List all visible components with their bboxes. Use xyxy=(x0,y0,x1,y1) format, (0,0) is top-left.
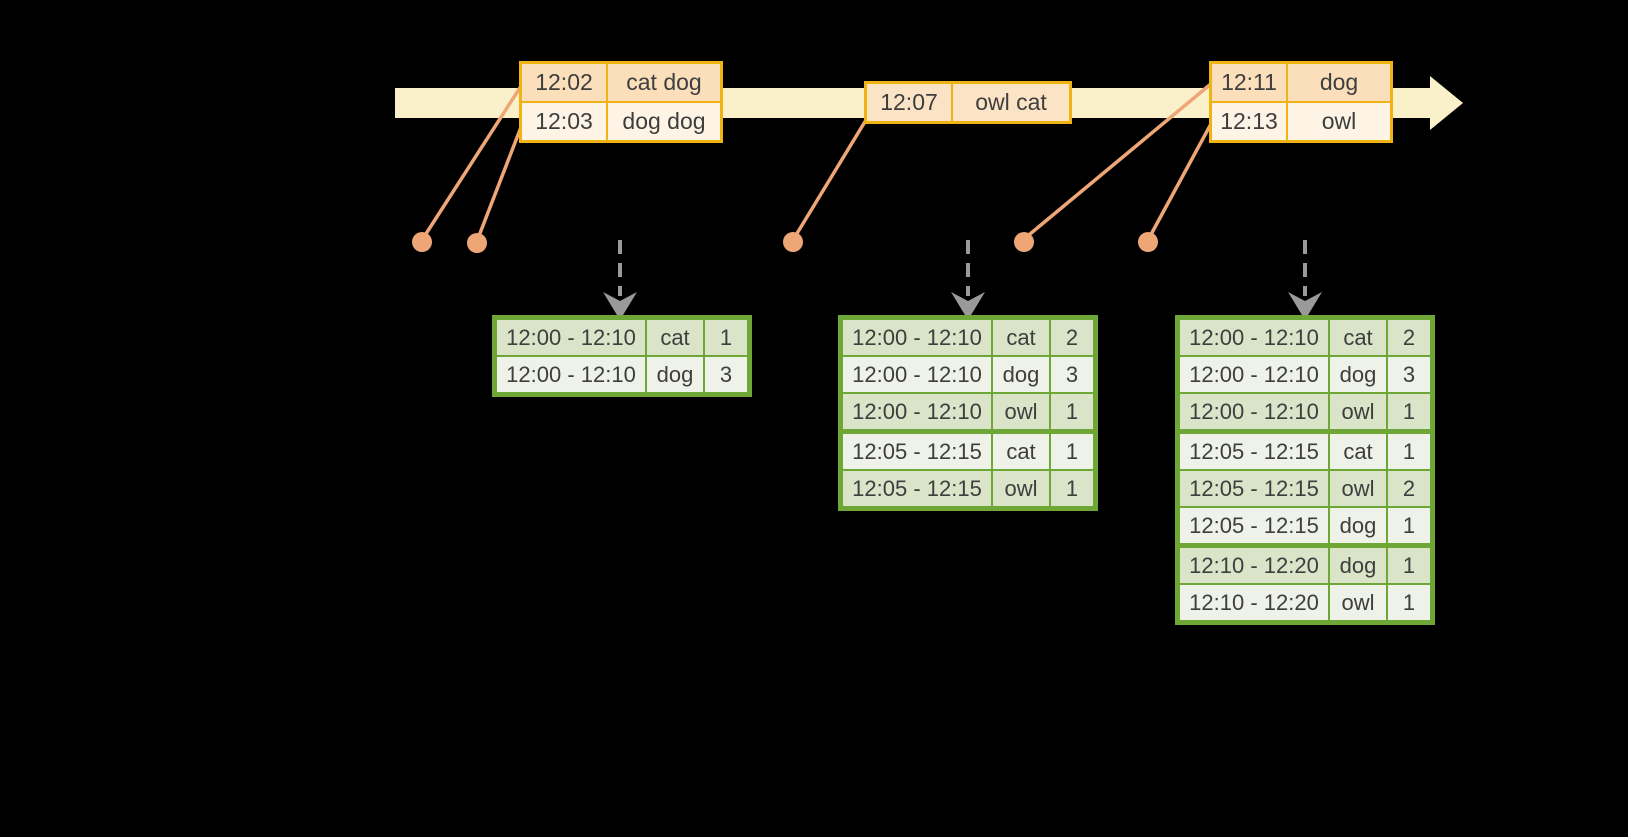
word-cell: cat xyxy=(645,316,705,357)
event-row: 12:13 owl xyxy=(1209,101,1393,143)
trigger-arrows xyxy=(603,240,1322,320)
event-marker-line xyxy=(1146,121,1214,241)
event-table-1: 12:02 cat dog 12:03 dog dog xyxy=(519,61,723,143)
event-table-2: 12:07 owl cat xyxy=(864,81,1072,124)
event-row: 12:11 dog xyxy=(1209,61,1393,103)
event-words-cell: dog dog xyxy=(606,101,723,143)
event-marker-line xyxy=(791,119,868,241)
result-row: 12:10 - 12:20 dog 1 xyxy=(1176,543,1434,585)
word-cell: owl xyxy=(1328,392,1388,433)
count-cell: 1 xyxy=(1386,429,1434,471)
event-words-cell: owl xyxy=(1286,101,1393,143)
window-cell: 12:00 - 12:10 xyxy=(839,355,993,394)
window-cell: 12:05 - 12:15 xyxy=(1176,429,1330,471)
event-marker-lines xyxy=(420,81,1214,242)
event-time-cell: 12:11 xyxy=(1209,61,1288,103)
count-cell: 1 xyxy=(1386,543,1434,585)
count-cell: 2 xyxy=(1386,316,1434,357)
count-cell: 1 xyxy=(1386,583,1434,624)
trigger-arrowhead-icon xyxy=(951,292,985,320)
event-words-cell: dog xyxy=(1286,61,1393,103)
result-row: 12:00 - 12:10 cat 1 xyxy=(493,316,751,357)
window-cell: 12:00 - 12:10 xyxy=(1176,392,1330,433)
trigger-arrowhead-icon xyxy=(1288,292,1322,320)
event-dot-icon xyxy=(1014,232,1034,252)
count-cell: 2 xyxy=(1386,469,1434,508)
window-cell: 12:10 - 12:20 xyxy=(1176,583,1330,624)
window-cell: 12:00 - 12:10 xyxy=(493,355,647,396)
result-row: 12:00 - 12:10 owl 1 xyxy=(839,392,1097,433)
result-row: 12:10 - 12:20 owl 1 xyxy=(1176,583,1434,624)
event-dot-icon xyxy=(467,233,487,253)
count-cell: 3 xyxy=(1386,355,1434,394)
event-marker-dots xyxy=(412,232,1158,253)
result-row: 12:05 - 12:15 cat 1 xyxy=(1176,429,1434,471)
event-marker-line xyxy=(420,82,525,241)
event-time-cell: 12:03 xyxy=(519,101,608,143)
window-cell: 12:05 - 12:15 xyxy=(839,469,993,510)
count-cell: 1 xyxy=(1049,392,1097,433)
window-cell: 12:00 - 12:10 xyxy=(1176,355,1330,394)
word-cell: cat xyxy=(991,429,1051,471)
event-marker-line xyxy=(475,121,525,242)
window-cell: 12:00 - 12:10 xyxy=(1176,316,1330,357)
result-row: 12:00 - 12:10 cat 2 xyxy=(1176,316,1434,357)
window-cell: 12:00 - 12:10 xyxy=(839,392,993,433)
window-cell: 12:00 - 12:10 xyxy=(493,316,647,357)
word-cell: owl xyxy=(991,469,1051,510)
event-dot-icon xyxy=(412,232,432,252)
event-dot-icon xyxy=(1138,232,1158,252)
word-cell: dog xyxy=(991,355,1051,394)
count-cell: 1 xyxy=(1049,469,1097,510)
event-time-cell: 12:13 xyxy=(1209,101,1288,143)
result-row: 12:00 - 12:10 owl 1 xyxy=(1176,392,1434,433)
word-cell: owl xyxy=(1328,469,1388,508)
window-cell: 12:05 - 12:15 xyxy=(1176,469,1330,508)
result-row: 12:05 - 12:15 cat 1 xyxy=(839,429,1097,471)
word-cell: owl xyxy=(991,392,1051,433)
word-cell: cat xyxy=(1328,316,1388,357)
result-row: 12:00 - 12:10 dog 3 xyxy=(493,355,751,396)
event-row: 12:03 dog dog xyxy=(519,101,723,143)
result-row: 12:05 - 12:15 owl 1 xyxy=(839,469,1097,510)
event-table-3: 12:11 dog 12:13 owl xyxy=(1209,61,1393,143)
window-cell: 12:05 - 12:15 xyxy=(839,429,993,471)
count-cell: 2 xyxy=(1049,316,1097,357)
event-dot-icon xyxy=(783,232,803,252)
event-row: 12:02 cat dog xyxy=(519,61,723,103)
timeline-arrowhead-icon xyxy=(1430,76,1463,130)
event-row: 12:07 owl cat xyxy=(864,81,1072,124)
result-row: 12:00 - 12:10 cat 2 xyxy=(839,316,1097,357)
word-cell: owl xyxy=(1328,583,1388,624)
result-table-1: 12:00 - 12:10 cat 1 12:00 - 12:10 dog 3 xyxy=(492,315,752,397)
event-time-cell: 12:07 xyxy=(864,81,953,124)
event-time-cell: 12:02 xyxy=(519,61,608,103)
result-row: 12:00 - 12:10 dog 3 xyxy=(1176,355,1434,394)
word-cell: dog xyxy=(1328,543,1388,585)
result-row: 12:05 - 12:15 owl 2 xyxy=(1176,469,1434,508)
window-cell: 12:00 - 12:10 xyxy=(839,316,993,357)
event-words-cell: cat dog xyxy=(606,61,723,103)
result-row: 12:00 - 12:10 dog 3 xyxy=(839,355,1097,394)
count-cell: 1 xyxy=(703,316,751,357)
count-cell: 3 xyxy=(703,355,751,396)
trigger-arrowhead-icon xyxy=(603,292,637,320)
word-cell: dog xyxy=(1328,355,1388,394)
word-cell: cat xyxy=(991,316,1051,357)
count-cell: 1 xyxy=(1049,429,1097,471)
count-cell: 3 xyxy=(1049,355,1097,394)
result-row: 12:05 - 12:15 dog 1 xyxy=(1176,506,1434,547)
count-cell: 1 xyxy=(1386,392,1434,433)
word-cell: cat xyxy=(1328,429,1388,471)
window-cell: 12:05 - 12:15 xyxy=(1176,506,1330,547)
word-cell: dog xyxy=(1328,506,1388,547)
count-cell: 1 xyxy=(1386,506,1434,547)
word-cell: dog xyxy=(645,355,705,396)
result-table-2: 12:00 - 12:10 cat 2 12:00 - 12:10 dog 3 … xyxy=(838,315,1098,511)
window-cell: 12:10 - 12:20 xyxy=(1176,543,1330,585)
event-words-cell: owl cat xyxy=(951,81,1072,124)
result-table-3: 12:00 - 12:10 cat 2 12:00 - 12:10 dog 3 … xyxy=(1175,315,1435,625)
event-marker-line xyxy=(1022,81,1214,241)
